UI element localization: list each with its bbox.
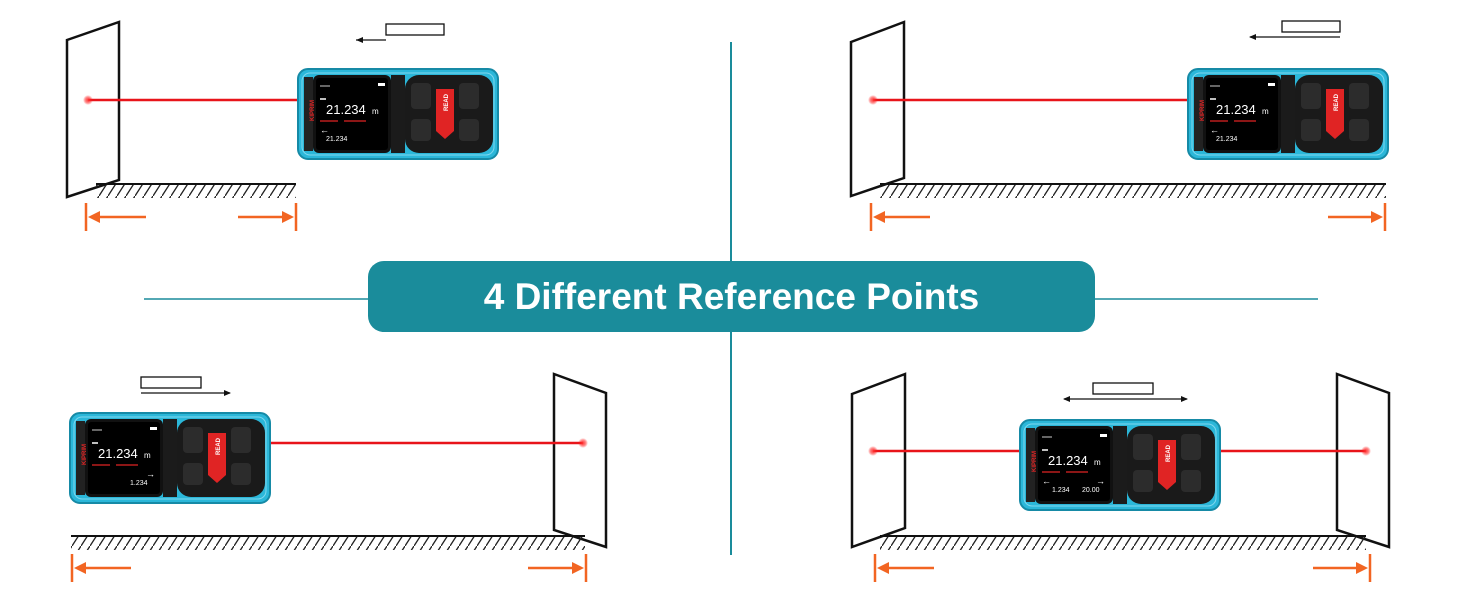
svg-text:1.234: 1.234 xyxy=(1052,487,1070,494)
svg-text:1.234: 1.234 xyxy=(130,480,148,487)
distance-meter-icon: KIPRIM 21.234 m 21.234 ← READ xyxy=(1187,68,1389,160)
title-banner: 4 Different Reference Points xyxy=(368,261,1095,332)
svg-text:→: → xyxy=(146,469,155,479)
svg-text:KIPRIM: KIPRIM xyxy=(1032,451,1038,472)
main-reading: 21.234 xyxy=(326,102,366,117)
reference-arrow-icon xyxy=(869,203,1387,231)
svg-text:m: m xyxy=(144,451,151,460)
svg-text:m: m xyxy=(1094,458,1101,467)
svg-text:←: ← xyxy=(1210,125,1219,135)
svg-text:KIPRIM: KIPRIM xyxy=(1200,100,1206,121)
wall-icon xyxy=(65,20,121,199)
svg-text:READ: READ xyxy=(1334,93,1340,111)
panel-top-right: KIPRIM 21.234 m 21.234 ← READ xyxy=(849,20,1389,231)
panel-top-left: KIPRIM 21.234 m 21.234 ← READ xyxy=(65,20,499,231)
svg-text:m: m xyxy=(1262,107,1269,116)
svg-text:←: ← xyxy=(1042,476,1051,486)
svg-text:21.234: 21.234 xyxy=(1216,102,1256,117)
floor-hatch-icon xyxy=(96,184,296,198)
svg-text:READ: READ xyxy=(216,437,222,455)
svg-text:20.00: 20.00 xyxy=(1082,487,1100,494)
svg-text:KIPRIM: KIPRIM xyxy=(82,444,88,465)
svg-text:21.234: 21.234 xyxy=(1048,453,1088,468)
wall-icon xyxy=(552,372,608,549)
wall-icon xyxy=(849,20,906,198)
floor-hatch-icon xyxy=(880,184,1386,198)
svg-text:READ: READ xyxy=(444,93,450,111)
reference-arrow-icon xyxy=(873,554,1372,582)
svg-text:READ: READ xyxy=(1166,444,1172,462)
distance-meter-icon: KIPRIM 21.234 m 1.234 → READ xyxy=(69,412,271,504)
panel-bottom-right: KIPRIM 21.234 m 1.234 20.00 ← → READ xyxy=(850,372,1391,582)
svg-text:m: m xyxy=(372,107,379,116)
svg-text:21.234: 21.234 xyxy=(1216,136,1238,143)
wall-icon xyxy=(1335,372,1391,549)
svg-text:21.234: 21.234 xyxy=(98,446,138,461)
panel-bottom-left: KIPRIM 21.234 m 1.234 → READ xyxy=(69,372,608,582)
floor-hatch-icon xyxy=(71,536,585,550)
svg-text:←: ← xyxy=(320,125,329,135)
svg-text:KIPRIM: KIPRIM xyxy=(310,100,316,121)
floor-hatch-icon xyxy=(880,536,1366,550)
reference-arrow-icon xyxy=(70,554,588,582)
wall-icon xyxy=(850,372,907,549)
svg-text:→: → xyxy=(1096,476,1105,486)
distance-meter-icon: KIPRIM 21.234 m 21.234 ← READ xyxy=(297,68,499,160)
banner-title: 4 Different Reference Points xyxy=(483,275,980,317)
distance-meter-icon: KIPRIM 21.234 m 1.234 20.00 ← → READ xyxy=(1019,419,1221,511)
reference-arrow-icon xyxy=(84,203,298,231)
svg-text:21.234: 21.234 xyxy=(326,136,348,143)
